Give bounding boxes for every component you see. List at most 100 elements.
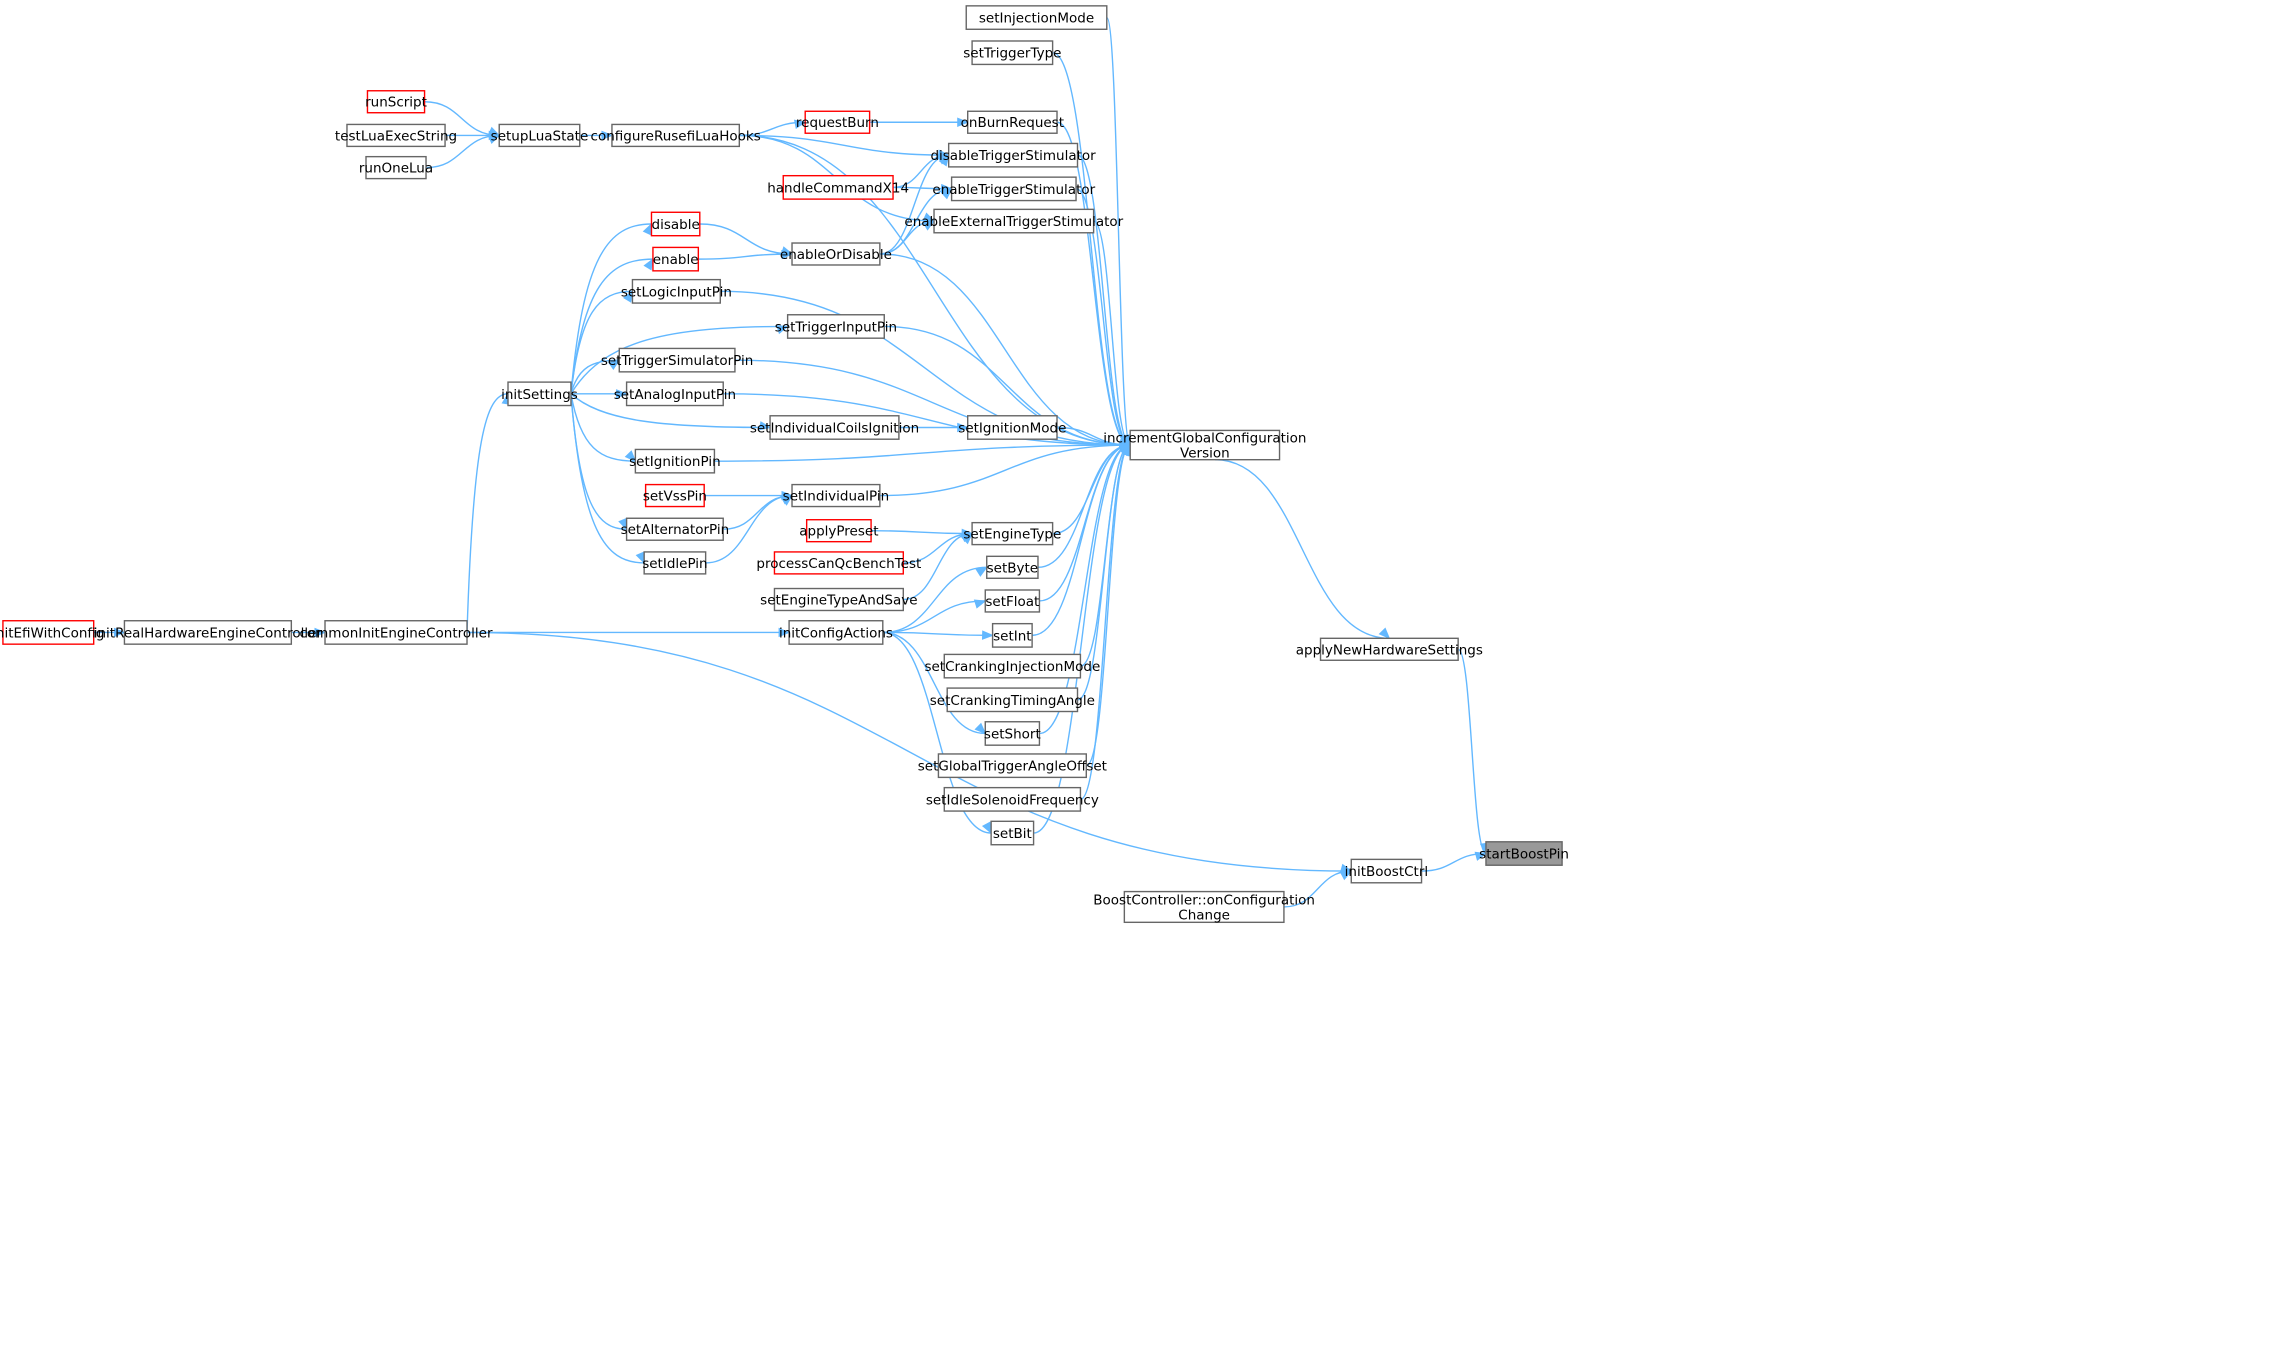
node-box[interactable]: [791, 242, 881, 266]
node-setCrankingInjectionMode[interactable]: setCrankingInjectionMode: [924, 653, 1100, 679]
node-enable[interactable]: enable: [652, 246, 700, 272]
node-setCrankingTimingAngle[interactable]: setCrankingTimingAngle: [930, 687, 1095, 713]
node-disableTriggerStimulator[interactable]: disableTriggerStimulator: [930, 142, 1096, 168]
node-box[interactable]: [937, 753, 1087, 779]
node-setByte[interactable]: setByte: [986, 555, 1039, 579]
node-setBit[interactable]: setBit: [990, 820, 1035, 846]
node-box[interactable]: [967, 415, 1058, 440]
node-box[interactable]: [991, 622, 1033, 648]
node-enableOrDisable[interactable]: enableOrDisable: [780, 242, 892, 266]
node-initEfiWithConfig[interactable]: initEfiWithConfig: [0, 620, 104, 645]
node-box[interactable]: [625, 381, 724, 407]
node-box[interactable]: [346, 123, 446, 148]
node-setEngineTypeAndSave[interactable]: setEngineTypeAndSave: [760, 587, 918, 612]
node-box[interactable]: [1350, 858, 1423, 884]
node-handleCommandX14[interactable]: handleCommandX14: [767, 174, 909, 200]
node-setIndividualPin[interactable]: setIndividualPin: [783, 483, 890, 508]
node-box[interactable]: [782, 174, 894, 200]
node-setInjectionMode[interactable]: setInjectionMode: [965, 5, 1108, 30]
node-setIdleSolenoidFrequency[interactable]: setIdleSolenoidFrequency: [926, 786, 1099, 812]
node-setTriggerType[interactable]: setTriggerType: [963, 40, 1061, 66]
node-runScript[interactable]: runScript: [365, 90, 427, 114]
node-box[interactable]: [634, 448, 716, 474]
node-initBoostCtrl[interactable]: initBoostCtrl: [1345, 858, 1428, 884]
node-box[interactable]: [625, 517, 724, 541]
node-box[interactable]: [769, 415, 900, 440]
node-setTriggerSimulatorPin[interactable]: setTriggerSimulatorPin: [601, 347, 754, 373]
node-setIdlePin[interactable]: setIdlePin: [642, 551, 708, 575]
node-setShort[interactable]: setShort: [984, 721, 1041, 746]
node-box[interactable]: [1129, 429, 1281, 461]
node-enableExternalTriggerStimulator[interactable]: enableExternalTriggerStimulator: [904, 208, 1124, 234]
node-testLuaExecString[interactable]: testLuaExecString: [335, 123, 457, 148]
node-setAlternatorPin[interactable]: setAlternatorPin: [621, 517, 730, 541]
node-box[interactable]: [933, 208, 1095, 234]
node-setInt[interactable]: setInt: [991, 622, 1033, 648]
node-box[interactable]: [984, 721, 1041, 746]
node-box[interactable]: [365, 155, 427, 180]
node-setIgnitionMode[interactable]: setIgnitionMode: [958, 415, 1066, 440]
node-box[interactable]: [788, 620, 884, 645]
node-requestBurn[interactable]: requestBurn: [796, 110, 879, 134]
node-box[interactable]: [984, 589, 1041, 613]
node-runOneLua[interactable]: runOneLua: [359, 155, 433, 180]
node-initConfigActions[interactable]: initConfigActions: [779, 620, 893, 645]
node-box[interactable]: [644, 483, 705, 508]
node-box[interactable]: [1485, 841, 1563, 866]
node-onBurnRequest[interactable]: onBurnRequest: [961, 110, 1064, 134]
node-box[interactable]: [804, 110, 871, 134]
node-initRealHardwareEngineController[interactable]: initRealHardwareEngineController: [94, 620, 323, 645]
node-box[interactable]: [324, 620, 468, 645]
node-box[interactable]: [986, 555, 1039, 579]
node-startBoostPin[interactable]: startBoostPin: [1479, 841, 1569, 866]
node-box[interactable]: [773, 587, 904, 612]
node-box[interactable]: [643, 551, 707, 575]
node-configureRusefiLuaHooks[interactable]: configureRusefiLuaHooks: [591, 123, 761, 148]
node-box[interactable]: [791, 483, 881, 508]
node-box[interactable]: [631, 278, 721, 304]
node-box[interactable]: [967, 110, 1058, 134]
node-box[interactable]: [498, 123, 581, 148]
node-box[interactable]: [950, 176, 1077, 202]
node-setIgnitionPin[interactable]: setIgnitionPin: [629, 448, 721, 474]
node-applyPreset[interactable]: applyPreset: [799, 519, 878, 543]
node-box[interactable]: [618, 347, 736, 373]
node-processCanQcBenchTest[interactable]: processCanQcBenchTest: [756, 551, 921, 575]
node-box[interactable]: [652, 246, 700, 272]
node-setVssPin[interactable]: setVssPin: [643, 483, 707, 508]
node-box[interactable]: [971, 521, 1054, 546]
node-box[interactable]: [1123, 890, 1285, 924]
node-box[interactable]: [123, 620, 293, 645]
node-disable[interactable]: disable: [650, 211, 701, 237]
node-box[interactable]: [805, 519, 872, 543]
node-setAnalogInputPin[interactable]: setAnalogInputPin: [614, 381, 736, 407]
node-box[interactable]: [611, 123, 741, 148]
node-box[interactable]: [947, 142, 1079, 168]
node-box[interactable]: [943, 653, 1082, 679]
node-commonInitEngineController[interactable]: commonInitEngineController: [299, 620, 493, 645]
node-box[interactable]: [971, 40, 1054, 66]
node-setEngineType[interactable]: setEngineType: [963, 521, 1061, 546]
node-setFloat[interactable]: setFloat: [984, 589, 1041, 613]
node-box[interactable]: [946, 687, 1079, 713]
node-setLogicInputPin[interactable]: setLogicInputPin: [621, 278, 732, 304]
node-setupLuaState[interactable]: setupLuaState: [491, 123, 589, 148]
node-box[interactable]: [786, 314, 885, 339]
node-box[interactable]: [507, 381, 572, 407]
node-box[interactable]: [366, 90, 426, 114]
node-initSettings[interactable]: initSettings: [501, 381, 578, 407]
node-enableTriggerStimulator[interactable]: enableTriggerStimulator: [932, 176, 1096, 202]
node-box[interactable]: [965, 5, 1108, 30]
node-box[interactable]: [2, 620, 95, 645]
node-box[interactable]: [943, 786, 1082, 812]
node-setIndividualCoilsIgnition[interactable]: setIndividualCoilsIgnition: [750, 415, 919, 440]
node-setTriggerInputPin[interactable]: setTriggerInputPin: [775, 314, 897, 339]
node-box[interactable]: [1319, 637, 1459, 661]
node-applyNewHardwareSettings[interactable]: applyNewHardwareSettings: [1296, 637, 1483, 661]
node-box[interactable]: [990, 820, 1035, 846]
node-setGlobalTriggerAngleOffset[interactable]: setGlobalTriggerAngleOffset: [918, 753, 1107, 779]
node-box[interactable]: [773, 551, 904, 575]
node-box[interactable]: [650, 211, 701, 237]
